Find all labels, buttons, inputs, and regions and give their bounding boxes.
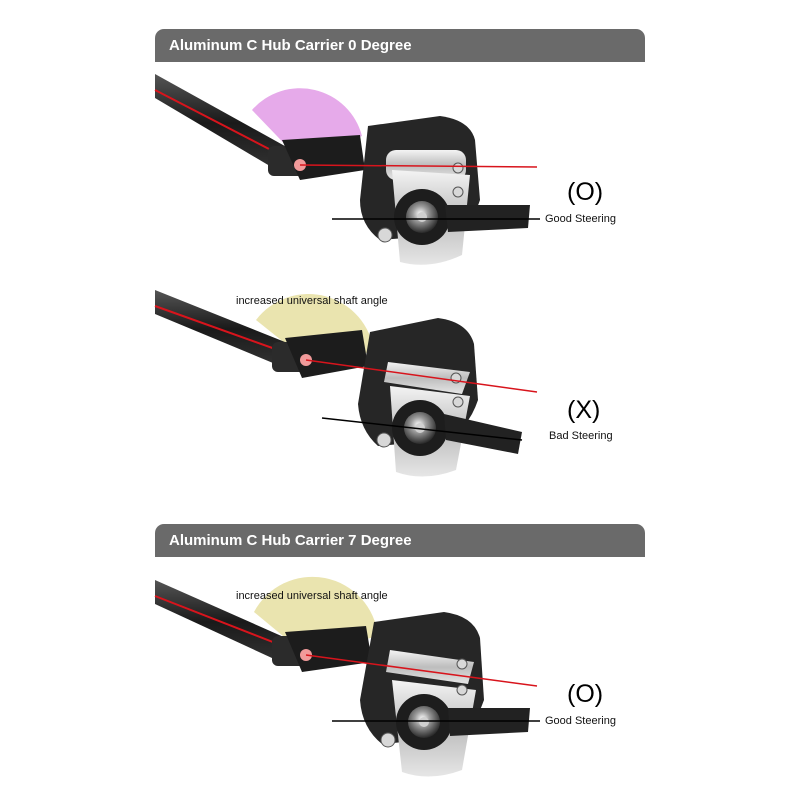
section-title: Aluminum C Hub Carrier 7 Degree <box>169 532 412 549</box>
hub-axis-line <box>321 417 523 441</box>
verdict-mark-good: (O) <box>567 178 604 206</box>
section-title: Aluminum C Hub Carrier 0 Degree <box>169 37 412 54</box>
drive-shaft <box>155 74 292 172</box>
panel-good-steering-top <box>154 74 540 265</box>
shaft-axis-line <box>305 359 538 393</box>
annotation-shaft-angle: increased universal shaft angle <box>236 295 388 307</box>
verdict-label-good: Good Steering <box>545 715 616 727</box>
panel-good-steering-bottom <box>154 576 540 777</box>
section-header-0-degree: Aluminum C Hub Carrier 0 Degree <box>155 29 645 62</box>
drive-shaft <box>155 290 295 368</box>
panel-bad-steering <box>154 290 538 477</box>
verdict-mark-good: (O) <box>567 680 604 708</box>
verdict-label-bad: Bad Steering <box>549 430 613 442</box>
annotation-shaft-angle: increased universal shaft angle <box>236 590 388 602</box>
shaft-axis-line <box>305 654 538 687</box>
shaft-axis-line <box>299 164 538 168</box>
section-header-7-degree: Aluminum C Hub Carrier 7 Degree <box>155 524 645 557</box>
verdict-mark-bad: (X) <box>567 396 601 424</box>
verdict-label-good: Good Steering <box>545 213 616 225</box>
drive-shaft <box>155 580 295 664</box>
